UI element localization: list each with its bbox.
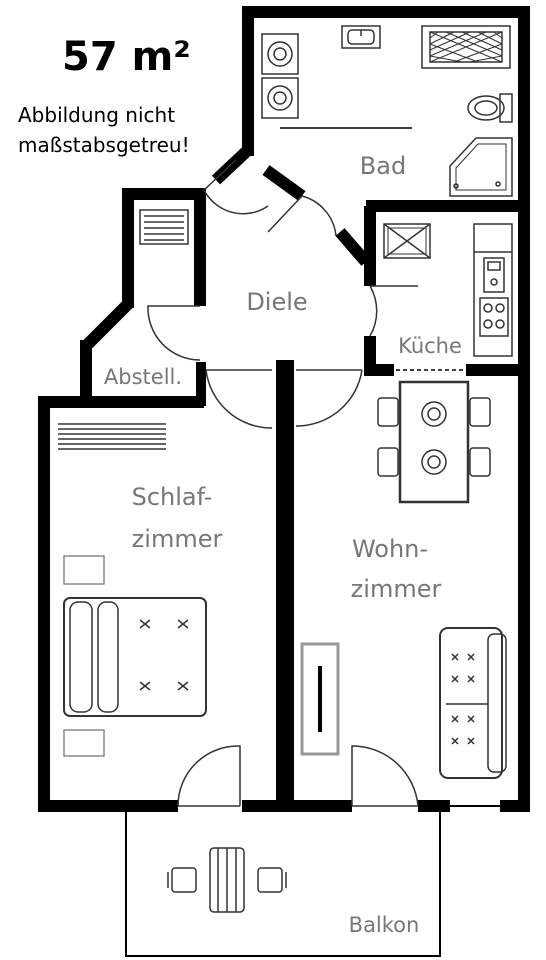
wall-abstell-left-lower [80,340,92,400]
walls [38,6,530,812]
wall-bottom-middle [242,800,352,812]
door-bad [267,195,337,237]
shower-icon [449,137,513,197]
disclaimer-line-1: Abbildung nicht [18,103,176,127]
door-balkon-wohn [351,745,419,807]
fridge-icon [383,223,431,259]
balkon-outline [125,812,441,957]
wall-bad-bottom [366,200,530,212]
wall-schlaf-left [38,396,50,812]
balcony-furniture-icon [167,847,287,913]
wall-middle-partition [276,360,294,812]
kitchen-counter-icon [473,223,513,357]
room-label-balkon: Balkon [349,913,420,937]
wall-wohn-right [518,364,530,812]
wall-bad-diagonal-left [211,145,253,185]
room-label-abstell: Abstell. [104,365,182,389]
tv-cabinet-icon [300,642,340,756]
room-label-wohn-1: Wohn- [352,535,428,563]
washing-machine-icon [261,33,299,75]
wall-wohn-bottom-right [500,800,530,812]
room-label-bad: Bad [360,152,406,180]
wall-bad-top [242,6,530,18]
door-wohnzimmer [295,369,363,427]
wall-wohn-bottom-left [418,800,450,812]
door-diele-entrance [203,159,269,215]
door-kueche [369,285,418,337]
dining-table-icon [377,380,491,504]
toilet-icon [467,93,513,123]
wall-kueche-right [518,206,530,376]
disclaimer-line-2: maßstabsgetreu! [18,133,190,157]
dryer-icon [261,77,299,119]
sink-icon [341,25,381,49]
wall-kueche-bottom-right [466,364,530,376]
room-label-diele: Diele [246,288,307,316]
furniture [58,25,513,913]
wall-abstell-left [122,188,134,308]
room-label-wohn-2: zimmer [351,575,442,603]
wall-schlaf-bottom-left [38,800,178,812]
room-label-schlaf-1: Schlaf- [132,483,213,511]
door-schlafzimmer [205,369,273,429]
doors [147,159,419,807]
sofa-icon [439,627,507,779]
wall-abstell-right [194,188,206,306]
radiator-icon [58,423,166,450]
nightstand-bottom-icon [63,729,105,757]
area-label: 57 m² [62,34,191,80]
bathtub-icon [421,25,511,69]
wall-kueche-bottom-left [364,364,394,376]
wall-bad-left [242,6,254,156]
wall-abstell-top [122,188,206,200]
wall-bad-right [518,6,530,212]
wall-schlaf-top [38,396,204,408]
wall-abstell-diagonal [81,299,133,351]
door-balkon-schlaf [177,745,241,807]
room-label-schlaf-2: zimmer [132,525,223,553]
scale-disclaimer: Abbildung nicht maßstabsgetreu! [18,100,190,160]
wall-kueche-left-upper [364,206,376,286]
thin-lines [125,127,500,957]
wall-schlaf-top-stub [196,362,206,406]
nightstand-top-icon [63,555,105,585]
bed-icon [63,597,207,717]
door-abstell [147,305,201,361]
wall-bad-diagonal-mid [262,165,306,201]
shelf-icon [139,209,189,245]
wall-bad-diagonal-right [335,228,371,266]
room-label-kueche: Küche [398,334,462,358]
room-labels: Bad Diele Küche Abstell. Schlaf- zimmer … [104,152,462,937]
